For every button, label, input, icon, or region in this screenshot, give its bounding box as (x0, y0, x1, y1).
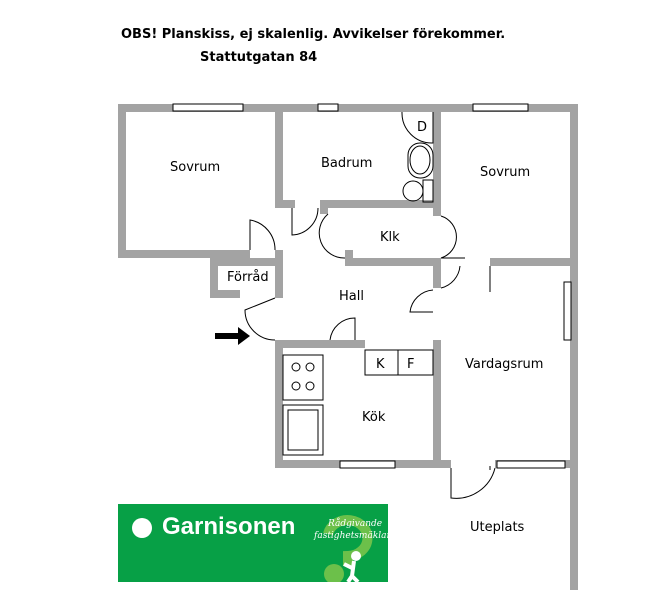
logo-name: Garnisonen (162, 513, 296, 540)
room-uteplats: Uteplats (470, 520, 525, 535)
room-sovrum-left: Sovrum (170, 160, 220, 175)
kitchen-k: K (376, 357, 385, 372)
logo-dot-icon (132, 518, 152, 538)
question-mark-figure-icon (323, 515, 373, 582)
room-hall: Hall (339, 289, 364, 304)
room-forrad: Förråd (227, 270, 269, 285)
kitchen-f: F (407, 357, 414, 372)
plan-notice: OBS! Planskiss, ej skalenlig. Avvikelser… (121, 27, 506, 42)
room-d: D (417, 120, 427, 135)
room-sovrum-right: Sovrum (480, 165, 530, 180)
room-vardagsrum: Vardagsrum (465, 357, 543, 372)
room-kok: Kök (362, 410, 386, 425)
room-badrum: Badrum (321, 156, 372, 171)
windows (172, 103, 572, 469)
address: Stattutgatan 84 (200, 50, 318, 65)
room-klk: Klk (380, 230, 400, 245)
door-swings (244, 111, 496, 499)
entrance-arrow-icon (215, 327, 250, 345)
